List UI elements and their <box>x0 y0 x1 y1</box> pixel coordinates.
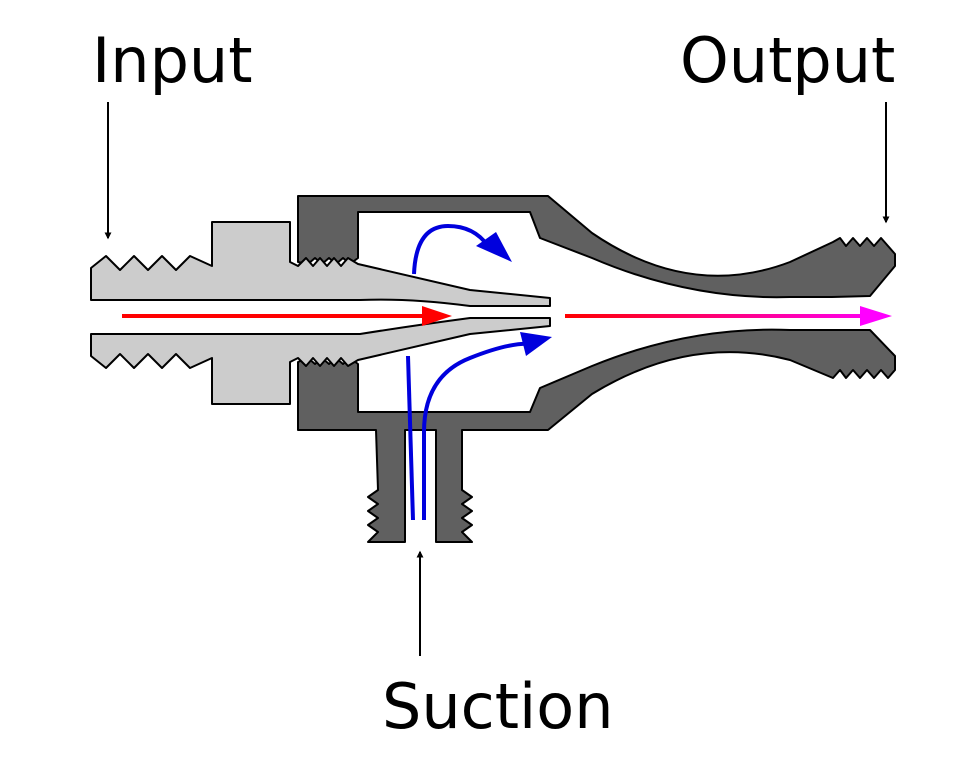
motive-flow-arrowhead <box>422 306 452 326</box>
suction-flow-arrow-upper <box>412 223 490 275</box>
nozzle-lower <box>90 317 551 405</box>
suction-flow-arrowhead-lower <box>520 332 552 356</box>
input-label: Input <box>92 24 253 97</box>
housing-upper <box>297 195 896 299</box>
discharge-flow-arrowhead <box>860 306 892 326</box>
suction-flow-arrowhead-upper <box>476 232 512 262</box>
suction-flow-arrow-lower <box>422 341 533 520</box>
output-label: Output <box>680 24 896 97</box>
nozzle-upper <box>90 221 551 307</box>
suction-flow-arrow-inlet <box>406 355 415 521</box>
suction-label: Suction <box>382 670 614 743</box>
housing-lower <box>297 328 896 543</box>
